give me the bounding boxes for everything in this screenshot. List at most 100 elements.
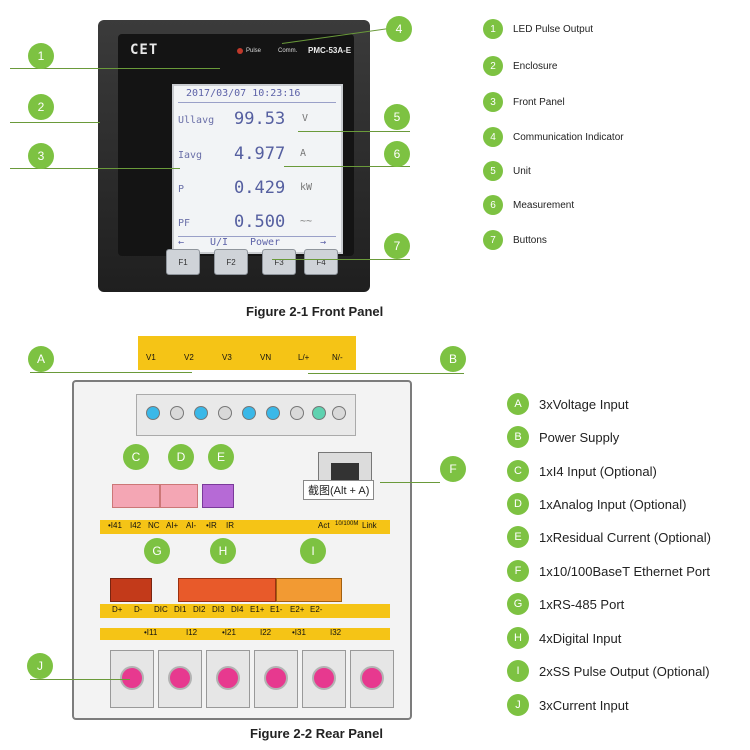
legend-text: Unit (513, 165, 531, 177)
reading-value: 99.53 (234, 109, 286, 129)
power-terminal (312, 406, 326, 420)
legend-number: 6 (483, 195, 503, 215)
legend-number: 5 (483, 161, 503, 181)
legend-number: I (507, 660, 529, 682)
comm-label: Comm. (278, 48, 298, 54)
io-label: •IR (206, 521, 217, 530)
io-label-band (100, 604, 390, 618)
i4-connector (112, 484, 160, 508)
voltage-terminal (170, 406, 184, 420)
leader-line (284, 166, 410, 167)
legend-number: D (507, 493, 529, 515)
reading-value: 0.429 (234, 178, 286, 198)
meter-front-photo: CET Pulse Comm. PMC-53A-E 2017/03/07 10:… (98, 20, 370, 292)
current-label: I12 (186, 628, 198, 637)
legend-text: Buttons (513, 234, 547, 246)
leader-line (10, 122, 100, 123)
legend-number: 3 (483, 92, 503, 112)
f3-button[interactable]: F3 (262, 249, 296, 275)
voltage-terminal (194, 406, 208, 420)
callout-5: 5 (384, 104, 410, 130)
io-label: E1- (270, 605, 283, 614)
legend-text: 1xI4 Input (Optional) (539, 463, 657, 479)
terminal-label: N/- (332, 353, 343, 362)
terminal-label: V2 (184, 353, 194, 362)
legend-text: 2xSS Pulse Output (Optional) (539, 663, 710, 679)
current-label: •I31 (292, 628, 306, 637)
terminal-label: L/+ (298, 353, 310, 362)
menu-item-power: Power (250, 237, 281, 248)
callout-4: 4 (386, 16, 412, 42)
legend-item: I 2xSS Pulse Output (Optional) (507, 660, 710, 682)
callout-j: J (27, 653, 53, 679)
power-terminal (290, 406, 304, 420)
leader-line (298, 131, 410, 132)
legend-number: 1 (483, 19, 503, 39)
callout-b: B (440, 346, 466, 372)
legend-number: B (507, 426, 529, 448)
legend-item: 5 Unit (483, 161, 531, 181)
io-label: D- (134, 605, 143, 614)
reading-value: 4.977 (234, 144, 286, 164)
reading-label: P (178, 184, 185, 195)
callout-i: I (300, 538, 326, 564)
current-label: •I11 (144, 628, 158, 637)
callout-6: 6 (384, 141, 410, 167)
legend-number: E (507, 526, 529, 548)
callout-h: H (210, 538, 236, 564)
legend-text: 1xAnalog Input (Optional) (539, 496, 687, 512)
meter-bezel: CET Pulse Comm. PMC-53A-E 2017/03/07 10:… (118, 34, 354, 256)
legend-number: C (507, 460, 529, 482)
figure-caption-rear: Figure 2-2 Rear Panel (250, 726, 383, 741)
io-label: IR (226, 521, 234, 530)
eth-label: Link (362, 521, 377, 530)
legend-number: A (507, 393, 529, 415)
model-label: PMC-53A-E (308, 46, 352, 55)
leader-line (10, 68, 220, 69)
legend-number: 2 (483, 56, 503, 76)
current-terminal (206, 650, 250, 708)
legend-text: 4xDigital Input (539, 630, 622, 646)
voltage-terminal (146, 406, 160, 420)
leader-line (272, 259, 410, 260)
io-label: I42 (130, 521, 142, 530)
legend-text: 3xVoltage Input (539, 396, 629, 412)
io-label: E2- (310, 605, 323, 614)
meter-rear-photo (72, 380, 412, 720)
terminal-label: VN (260, 353, 272, 362)
voltage-power-terminal-block (138, 336, 356, 370)
current-terminal-icon (120, 666, 144, 690)
leader-line (308, 373, 464, 374)
legend-text: 3xCurrent Input (539, 697, 629, 713)
legend-number: G (507, 593, 529, 615)
legend-number: J (507, 694, 529, 716)
pulse-label: Pulse (246, 48, 262, 54)
reading-unit: V (302, 113, 309, 124)
arrow-right-icon: → (320, 237, 327, 248)
io-label: E2+ (290, 605, 305, 614)
io-label: D+ (112, 605, 123, 614)
analog-connector (160, 484, 198, 508)
callout-e: E (208, 444, 234, 470)
legend-text: LED Pulse Output (513, 23, 594, 35)
f2-button[interactable]: F2 (214, 249, 248, 275)
lcd-divider (178, 236, 336, 237)
reading-unit: kW (300, 182, 313, 193)
current-label: •I21 (222, 628, 236, 637)
legend-number: F (507, 560, 529, 582)
lcd-datetime: 2017/03/07 10:23:16 (186, 88, 301, 99)
f1-button[interactable]: F1 (166, 249, 200, 275)
callout-c: C (123, 444, 149, 470)
f4-button[interactable]: F4 (304, 249, 338, 275)
lcd-display: 2017/03/07 10:23:16 Ullavg 99.53 V Iavg … (172, 84, 343, 254)
current-terminal (302, 650, 346, 708)
current-terminal-icon (360, 666, 384, 690)
eth-label: Act (318, 521, 330, 530)
leader-line (380, 482, 440, 483)
io-label-band (100, 520, 390, 534)
power-terminal (332, 406, 346, 420)
reading-value: 0.500 (234, 212, 286, 232)
io-label: AI- (186, 521, 197, 530)
